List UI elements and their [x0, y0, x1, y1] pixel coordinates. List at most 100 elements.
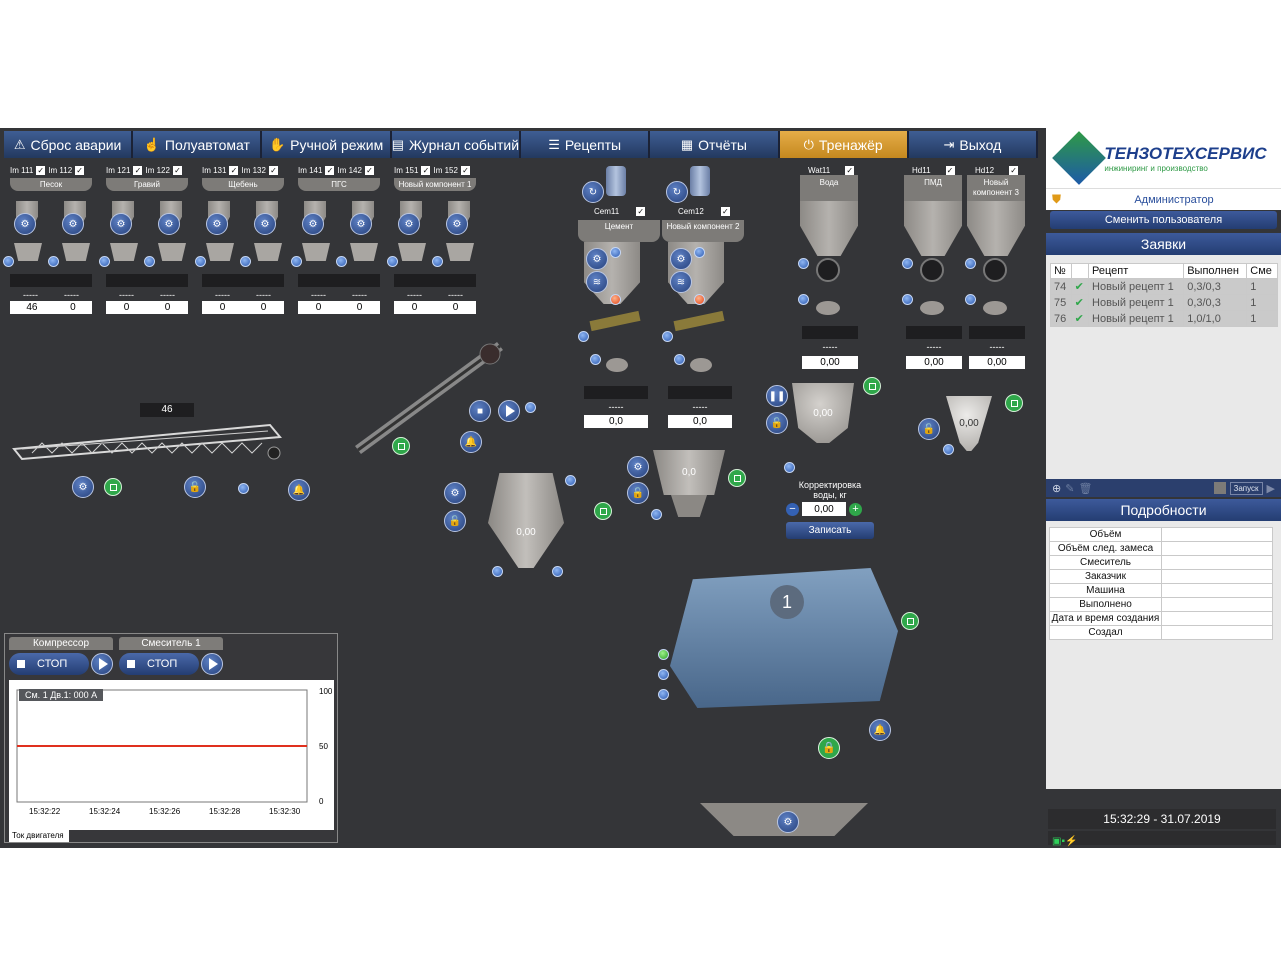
- pause-icon[interactable]: ❚❚: [766, 385, 788, 407]
- toolbar-button-6[interactable]: ⏻Тренажёр: [779, 131, 909, 158]
- aeration-icon[interactable]: ↻: [582, 181, 604, 203]
- orders-header-cell[interactable]: Выполнен: [1183, 263, 1248, 279]
- trend-tab[interactable]: Ток двигателя: [9, 830, 69, 842]
- bin-enable-checkbox[interactable]: ✓: [133, 166, 143, 175]
- stop-button[interactable]: СТОП: [9, 653, 89, 675]
- toolbar-button-7[interactable]: ⇥Выход: [908, 131, 1038, 158]
- additive-scale-button[interactable]: [1005, 394, 1023, 412]
- toolbar-button-0[interactable]: ⚠Сброс аварии: [4, 131, 134, 158]
- bin-enable-checkbox[interactable]: ✓: [75, 166, 85, 175]
- unlock-icon[interactable]: 🔓: [184, 476, 206, 498]
- vibrator-icon[interactable]: ⚙: [446, 213, 468, 235]
- bin-enable-checkbox[interactable]: ✓: [36, 166, 46, 175]
- orders-header-cell[interactable]: [1070, 263, 1090, 279]
- aggregate-scale-button[interactable]: [594, 502, 612, 520]
- unlock-icon[interactable]: 🔓: [918, 418, 940, 440]
- bin-gates: ⚙⚙: [106, 191, 188, 266]
- tank-weight-display: [906, 326, 962, 339]
- bin-enable-checkbox[interactable]: ✓: [268, 166, 278, 175]
- play-button[interactable]: [201, 653, 223, 675]
- aeration-icon[interactable]: ≋: [670, 271, 692, 293]
- silo-enable-checkbox[interactable]: ✓: [636, 207, 646, 216]
- aeration-icon[interactable]: ≋: [586, 271, 608, 293]
- tank-enable-checkbox[interactable]: ✓: [845, 166, 855, 175]
- edit-icon[interactable]: ✎: [1065, 482, 1075, 495]
- bin-enable-checkbox[interactable]: ✓: [325, 166, 335, 175]
- save-correction-button[interactable]: Записать: [786, 522, 874, 539]
- vibrator-icon[interactable]: ⚙: [444, 482, 466, 504]
- vibrator-icon[interactable]: ⚙: [350, 213, 372, 235]
- details-row: Смеситель: [1049, 555, 1273, 570]
- bin-gate: ⚙: [106, 191, 140, 266]
- valve-icon[interactable]: [983, 258, 1007, 282]
- unlock-icon[interactable]: 🔓: [444, 510, 466, 532]
- cement-scale-button[interactable]: [728, 469, 746, 487]
- vibrator-icon[interactable]: ⚙: [158, 213, 180, 235]
- vibrator-icon[interactable]: ⚙: [14, 213, 36, 235]
- bin-enable-checkbox[interactable]: ✓: [421, 166, 431, 175]
- add-icon[interactable]: ⊕: [1052, 482, 1062, 495]
- vibrator-icon[interactable]: ⚙: [302, 213, 324, 235]
- valve-icon[interactable]: [920, 258, 944, 282]
- play-button[interactable]: [91, 653, 113, 675]
- unlock-icon[interactable]: 🔓: [766, 412, 788, 434]
- orders-header-cell[interactable]: Рецепт: [1088, 263, 1185, 279]
- vibrator-icon[interactable]: ⚙: [62, 213, 84, 235]
- weigh-sensor-icon: [606, 358, 628, 372]
- vibrator-icon[interactable]: ⚙: [627, 456, 649, 478]
- mixer-button[interactable]: [901, 612, 919, 630]
- vibrator-icon[interactable]: ⚙: [254, 213, 276, 235]
- stop-square-icon[interactable]: [1213, 482, 1226, 494]
- incline-start-button[interactable]: [392, 437, 410, 455]
- lock-icon[interactable]: 🔒: [818, 737, 840, 759]
- conveyor-start-button[interactable]: [104, 478, 122, 496]
- unlock-icon[interactable]: 🔓: [627, 482, 649, 504]
- y-tick-label: 100: [319, 687, 333, 696]
- change-user-button[interactable]: Сменить пользователя: [1050, 211, 1277, 229]
- play-icon[interactable]: ▶: [1266, 482, 1275, 495]
- toolbar-button-2[interactable]: ✋Ручной режим: [262, 131, 392, 158]
- orders-header-cell[interactable]: Сме: [1246, 263, 1278, 279]
- conveyor-motor-icon[interactable]: ⚙: [72, 476, 94, 498]
- vibrator-icon[interactable]: ⚙: [586, 248, 608, 270]
- minus-button[interactable]: −: [786, 502, 799, 516]
- vibrator-icon[interactable]: ⚙: [777, 811, 799, 833]
- bin-enable-checkbox[interactable]: ✓: [460, 166, 470, 175]
- bin-enable-checkbox[interactable]: ✓: [172, 166, 182, 175]
- sensor-dot: [965, 258, 976, 269]
- bin-enable-checkbox[interactable]: ✓: [364, 166, 374, 175]
- toolbar-button-1[interactable]: ☝Полуавтомат: [133, 131, 263, 158]
- play-button[interactable]: [498, 400, 520, 422]
- toolbar-button-label: Тренажёр: [818, 136, 883, 153]
- aeration-icon[interactable]: ↻: [666, 181, 688, 203]
- stop-button[interactable]: СТОП: [119, 653, 199, 675]
- toolbar-button-5[interactable]: ▦Отчёты: [650, 131, 780, 158]
- network-status-icon: ▣▪⚡: [1052, 836, 1078, 847]
- belt-conveyor: [12, 423, 282, 461]
- vibrator-icon[interactable]: ⚙: [110, 213, 132, 235]
- bell-icon[interactable]: 🔔: [460, 431, 482, 453]
- valve-icon[interactable]: [816, 258, 840, 282]
- silo-enable-checkbox[interactable]: ✓: [720, 207, 730, 216]
- toolbar-button-3[interactable]: ▤Журнал событий: [391, 131, 522, 158]
- tank-enable-checkbox[interactable]: ✓: [1009, 166, 1019, 175]
- tank-enable-checkbox[interactable]: ✓: [945, 166, 955, 175]
- bin-gate: ⚙: [154, 191, 188, 266]
- vibrator-icon[interactable]: ⚙: [206, 213, 228, 235]
- bell-icon[interactable]: 🔔: [288, 479, 310, 501]
- toolbar-button-4[interactable]: ☰Рецепты: [521, 131, 651, 158]
- bell-icon[interactable]: 🔔: [869, 719, 891, 741]
- water-correction-input[interactable]: [802, 502, 846, 516]
- delete-icon[interactable]: 🗑: [1078, 482, 1093, 495]
- vibrator-icon[interactable]: ⚙: [398, 213, 420, 235]
- stop-icon[interactable]: ■: [469, 400, 491, 422]
- plus-button[interactable]: +: [849, 502, 862, 516]
- water-scale-button[interactable]: [863, 377, 881, 395]
- vibrator-icon[interactable]: ⚙: [670, 248, 692, 270]
- start-button[interactable]: Запуск: [1229, 481, 1263, 495]
- orders-header-cell[interactable]: №: [1050, 263, 1072, 279]
- bin-enable-checkbox[interactable]: ✓: [229, 166, 239, 175]
